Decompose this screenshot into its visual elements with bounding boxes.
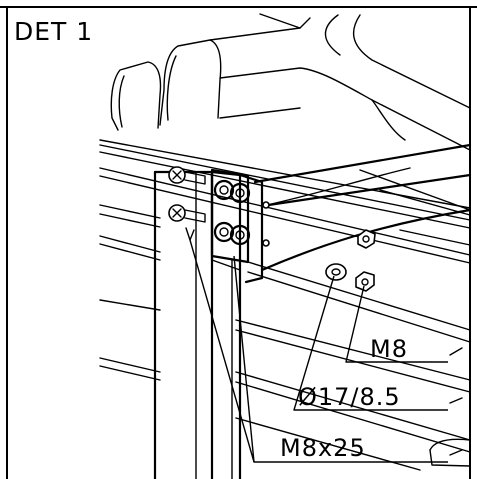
bracket-hole-upper (262, 201, 270, 209)
detail-title: DET 1 (14, 17, 93, 46)
bracket-hole-lower (262, 239, 270, 247)
bolt-heads (168, 166, 206, 241)
callout-nut-label: M8 (370, 335, 408, 363)
nut-upper (357, 229, 376, 249)
vertical-post (153, 170, 242, 479)
callout-washer-label: Ø17/8.5 (298, 383, 401, 411)
lower-clip (429, 438, 471, 467)
plate-hole-lower (213, 221, 235, 243)
tube-ends (99, 13, 471, 209)
bracket-arm (238, 143, 472, 284)
plate-hole-upper (213, 179, 235, 201)
sheet-frame (0, 6, 477, 479)
nut-lower (355, 271, 375, 292)
washer (325, 263, 347, 281)
callout-bolt-label: M8x25 (280, 434, 366, 462)
leader-lines (189, 239, 448, 463)
mount-plate (210, 168, 251, 264)
leader-tips (449, 347, 463, 456)
